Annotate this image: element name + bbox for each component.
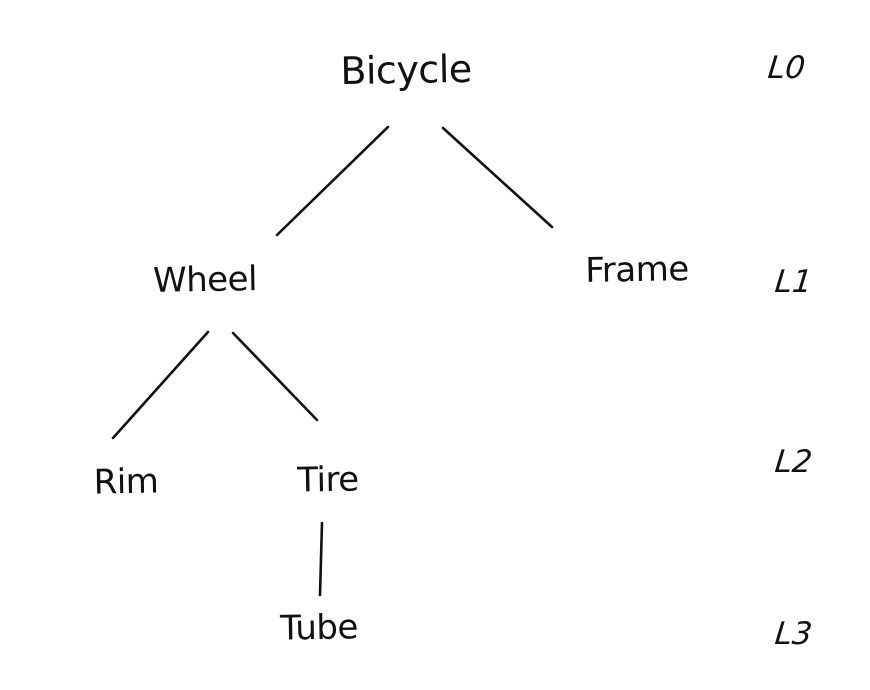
level-label-l0: L0 <box>766 50 807 86</box>
node-tire: Tire <box>296 459 360 501</box>
node-frame: Frame <box>584 249 690 291</box>
node-rim: Rim <box>93 461 159 503</box>
node-bicycle: Bicycle <box>339 46 473 94</box>
edge-wheel-tire <box>231 331 319 422</box>
node-tube: Tube <box>279 607 359 649</box>
level-label-l3: L3 <box>773 616 814 652</box>
node-wheel: Wheel <box>152 259 258 301</box>
edge-tire-tube <box>318 521 324 597</box>
edge-bicycle-wheel <box>275 125 390 237</box>
edge-wheel-rim <box>111 330 210 440</box>
edge-bicycle-frame <box>441 126 554 229</box>
level-label-l2: L2 <box>773 444 814 480</box>
level-label-l1: L1 <box>773 264 814 300</box>
